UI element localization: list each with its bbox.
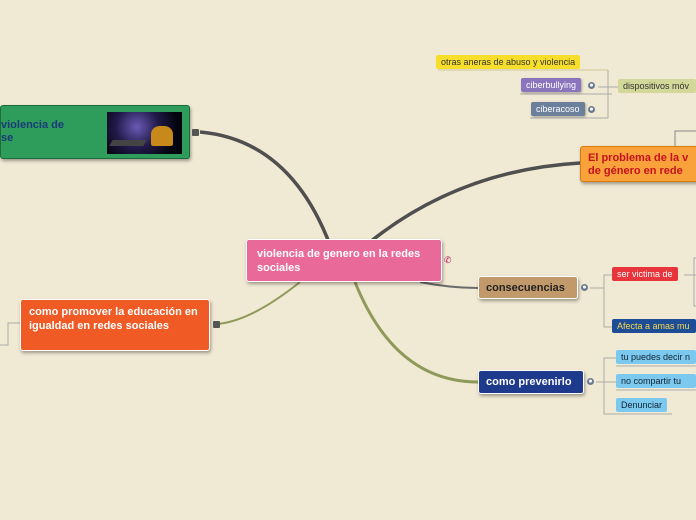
globe-icon[interactable]: ● [587,378,594,385]
topic-consecuencias[interactable]: consecuencias [478,276,578,299]
topic-educacion-igualdad-label: como promover la educación en igualdad e… [29,306,198,332]
subtopic-puedes-decir[interactable]: tu puedes decir n [616,350,696,364]
topic-image-thumbnail [107,112,182,154]
subtopic-ciberbullying[interactable]: ciberbullying [521,78,582,92]
globe-icon[interactable]: ● [581,284,588,291]
subtopic-otras-maneras[interactable]: otras aneras de abuso y violencia [436,55,581,69]
topic-prevenirlo[interactable]: como prevenirlo [478,370,584,394]
subtopic-dispositivos[interactable]: dispositivos móv [618,79,696,93]
globe-icon[interactable]: ● [588,82,595,89]
central-topic-label: violencia de genero en la redes sociales [257,248,421,274]
topic-violencia-left-label: violencia de se [1,119,64,144]
subtopic-no-compartir[interactable]: no compartir tu [616,374,696,388]
topic-prevenirlo-label: como prevenirlo [486,376,572,388]
central-topic[interactable]: violencia de genero en la redes sociales [246,239,442,282]
topic-violencia-left[interactable]: violencia de se [0,105,190,159]
globe-icon[interactable]: ● [588,106,595,113]
subtopic-denunciar[interactable]: Denunciar [616,398,668,412]
topic-problema-label: El problema de la v de género en rede [588,152,689,177]
topic-problema[interactable]: El problema de la v de género en rede [580,146,696,182]
note-icon[interactable] [192,129,199,136]
subtopic-afecta[interactable]: Afecta a amas mu [612,319,696,333]
topic-consecuencias-label: consecuencias [486,282,565,294]
link-icon[interactable]: ✆ [444,255,452,265]
topic-educacion-igualdad[interactable]: como promover la educación en igualdad e… [20,299,210,351]
subtopic-ciberacoso[interactable]: ciberacoso [531,102,585,116]
subtopic-ser-victima[interactable]: ser victima de [612,267,678,281]
note-icon[interactable] [213,321,220,328]
